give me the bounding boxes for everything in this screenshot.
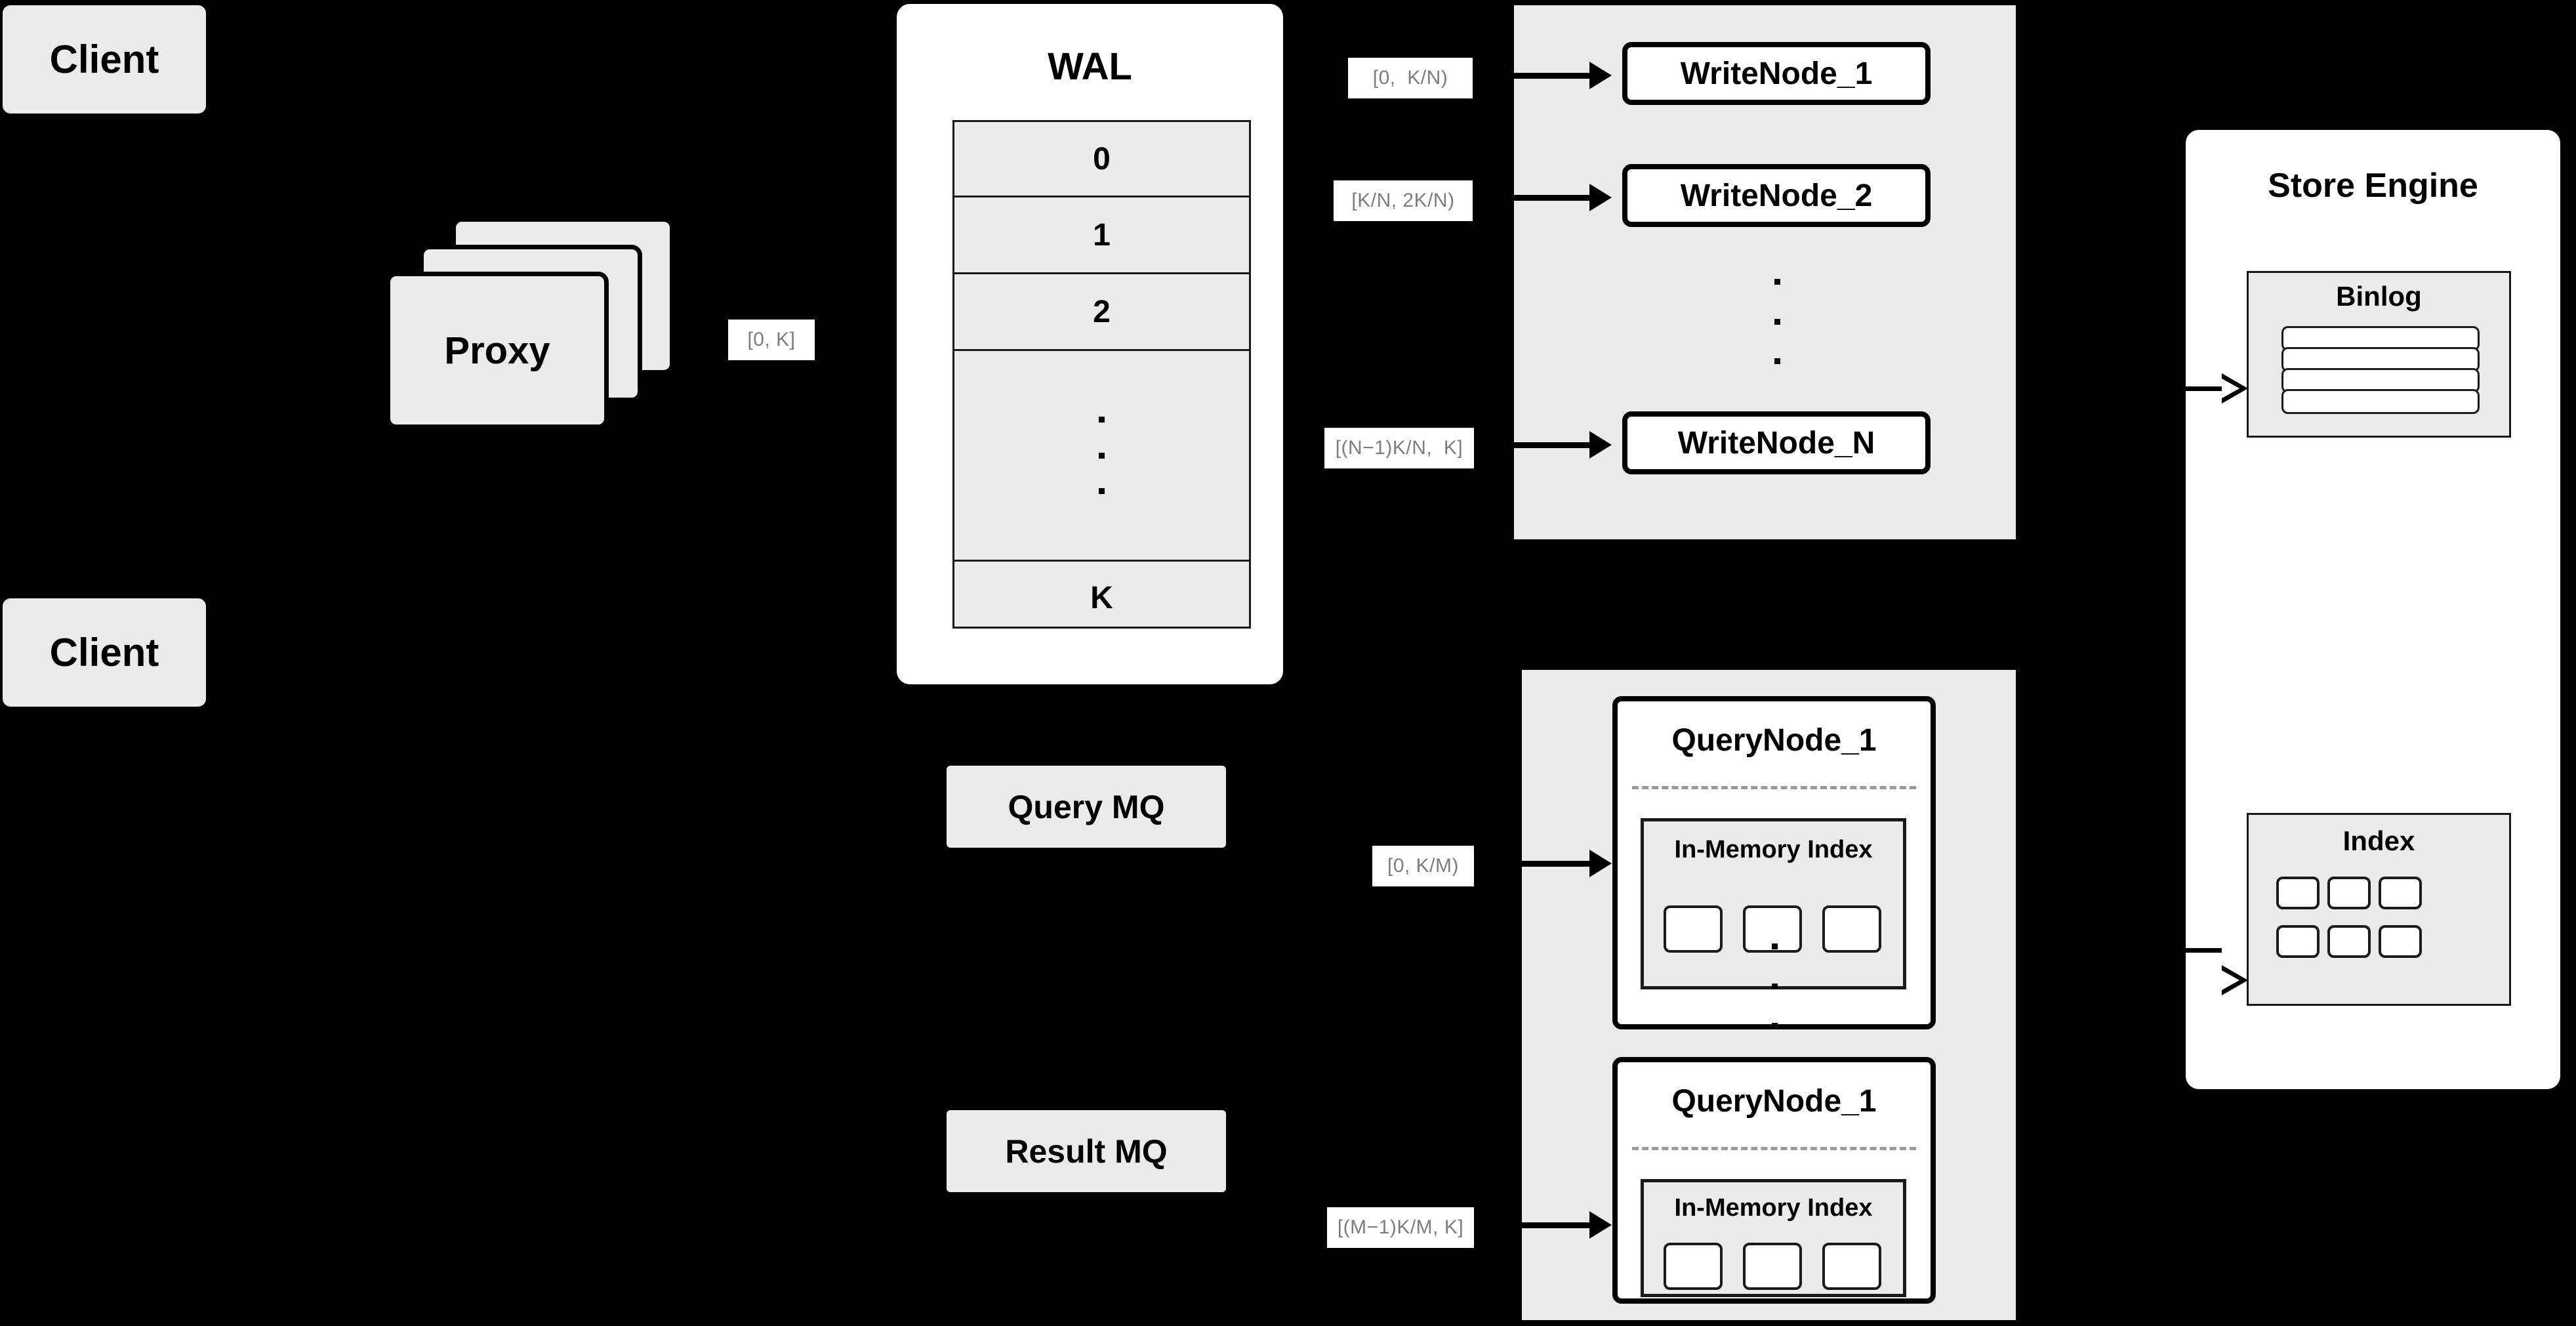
wal-row-ellipsis [954, 351, 1249, 562]
write-node-ellipsis-dots [1754, 279, 1800, 364]
wal-title: WAL [1048, 45, 1132, 88]
index-cell [2327, 877, 2371, 909]
arrow-to-write-node-2 [1514, 195, 1589, 201]
store-engine-title: Store Engine [2268, 167, 2478, 205]
arrow-to-query-node-m [1514, 1222, 1589, 1228]
wal-row-2: 2 [954, 274, 1249, 351]
write-node-n[interactable]: WriteNode_N [1622, 411, 1931, 474]
arrow-head-write-node-2 [1589, 184, 1612, 211]
index-box: Index [2247, 813, 2511, 1006]
client-box-1[interactable]: Client [3, 5, 206, 114]
binlog-row [2281, 389, 2480, 414]
query-node-m[interactable]: QueryNode_1 In-Memory Index [1612, 1057, 1936, 1304]
index-cell [2379, 877, 2422, 909]
index-cell [1822, 905, 1881, 953]
range-label-query-1: [0, K/M) [1372, 846, 1474, 886]
write-node-1-label: WriteNode_1 [1680, 56, 1873, 91]
index-cell [1743, 905, 1802, 953]
query-node-1-index-title: In-Memory Index [1674, 836, 1873, 863]
binlog-row [2281, 368, 2480, 393]
ellipsis-dot [1774, 318, 1780, 325]
wal-panel: WAL 0 1 2 K [897, 4, 1283, 684]
write-node-1[interactable]: WriteNode_1 [1622, 42, 1931, 105]
range-label-proxy-to-wal: [0, K] [728, 320, 815, 360]
write-node-2-label: WriteNode_2 [1680, 178, 1873, 213]
index-cell [2276, 877, 2320, 909]
arrow-head-index [2222, 965, 2248, 995]
ellipsis-dot [1771, 943, 1778, 949]
arrow-to-write-node-n [1514, 442, 1589, 448]
ellipsis-dot [1099, 452, 1105, 459]
binlog-box: Binlog [2247, 271, 2511, 438]
ellipsis-dot [1771, 1023, 1778, 1029]
index-cell [1822, 1243, 1881, 1290]
ellipsis-dot [1774, 279, 1780, 285]
wal-row-value-0: 0 [1093, 141, 1111, 176]
arrow-to-binlog [2186, 386, 2222, 391]
range-label-query-m: [(M−1)K/M, K] [1327, 1207, 1474, 1248]
query-mq-label: Query MQ [1008, 788, 1165, 825]
query-node-1-separator [1632, 786, 1916, 789]
proxy-label: Proxy [444, 329, 550, 372]
index-title: Index [2342, 825, 2415, 856]
arrow-head-binlog [2222, 373, 2248, 404]
query-node-m-separator [1632, 1147, 1916, 1150]
arrow-head-query-node-m [1589, 1211, 1612, 1239]
query-node-1-title: QueryNode_1 [1671, 723, 1877, 758]
range-label-write-1: [0, K/N) [1348, 58, 1473, 98]
query-mq-box[interactable]: Query MQ [947, 766, 1226, 848]
range-label-write-2: [K/N, 2K/N) [1334, 180, 1473, 221]
query-node-m-in-memory-index: In-Memory Index [1641, 1179, 1906, 1297]
result-mq-label: Result MQ [1005, 1132, 1168, 1170]
write-node-2[interactable]: WriteNode_2 [1622, 164, 1931, 227]
client-label-2: Client [49, 631, 159, 674]
wal-row-value-k: K [1090, 581, 1113, 615]
ellipsis-dot [1774, 358, 1780, 364]
client-label-1: Client [49, 37, 159, 81]
result-mq-box[interactable]: Result MQ [947, 1110, 1226, 1192]
index-cell [2379, 925, 2422, 958]
wal-row-1: 1 [954, 197, 1249, 274]
range-label-write-n: [(N−1)K/N, K] [1324, 428, 1474, 468]
wal-row-0: 0 [954, 122, 1249, 197]
write-node-n-label: WriteNode_N [1677, 425, 1875, 461]
arrow-to-write-node-1 [1514, 73, 1589, 79]
wal-row-value-1: 1 [1093, 217, 1111, 253]
ellipsis-dot [1099, 488, 1105, 494]
wal-table: 0 1 2 K [952, 120, 1251, 629]
query-node-m-title: QueryNode_1 [1671, 1084, 1877, 1119]
client-box-2[interactable]: Client [3, 598, 206, 707]
wal-row-k: K [954, 562, 1249, 634]
query-node-m-index-title: In-Memory Index [1674, 1194, 1873, 1222]
proxy-box[interactable]: Proxy [386, 272, 609, 429]
arrow-head-write-node-1 [1589, 62, 1612, 89]
index-cell [1664, 905, 1723, 953]
index-cell [2327, 925, 2371, 958]
index-cell [1664, 1243, 1723, 1290]
store-engine-panel: Store Engine Binlog Index [2186, 130, 2560, 1089]
ellipsis-dot [1099, 417, 1105, 423]
wal-row-value-2: 2 [1093, 294, 1111, 329]
arrow-head-write-node-n [1589, 431, 1612, 459]
wal-ellipsis-dots [1099, 417, 1105, 494]
index-cell [1743, 1243, 1802, 1290]
arrow-to-query-node-1 [1514, 861, 1589, 867]
binlog-title: Binlog [2336, 281, 2422, 312]
ellipsis-dot [1771, 983, 1778, 989]
arrow-to-index [2186, 948, 2222, 953]
arrow-head-query-node-1 [1589, 850, 1612, 877]
index-cell [2276, 925, 2320, 958]
query-node-ellipsis [1751, 943, 1797, 1029]
query-node-1[interactable]: QueryNode_1 In-Memory Index [1612, 696, 1936, 1029]
